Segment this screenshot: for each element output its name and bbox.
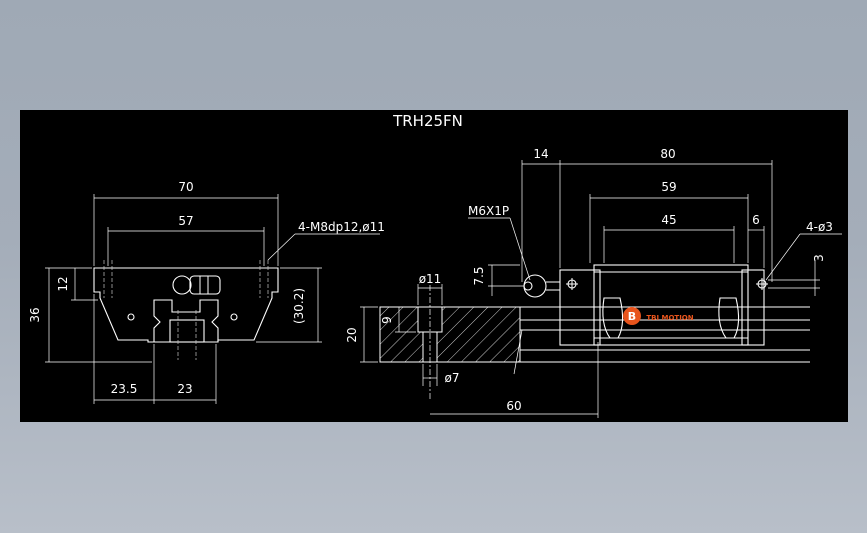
rail-section	[379, 306, 521, 363]
svg-text:B: B	[628, 310, 636, 323]
dim-height-total: 36	[28, 307, 42, 322]
dim-bolt-hole: ø7	[445, 371, 460, 385]
dim-rail-width: 23	[177, 382, 192, 396]
grease-nipple	[172, 275, 192, 295]
dim-block-length: 80	[660, 147, 675, 161]
side-grease-nipple	[523, 274, 547, 298]
brand-label: TBI MOTION	[646, 314, 693, 322]
dim-width-total: 70	[178, 180, 193, 194]
brand-logo: B TBI MOTION	[623, 307, 694, 325]
note-grease-nipple: M6X1P	[468, 204, 509, 218]
front-view: 70 57 4-M8dp12,ø11 36 12	[28, 180, 385, 404]
dim-body-length: 59	[661, 180, 676, 194]
dim-height-ref: (30.2)	[292, 288, 306, 324]
end-seal-left	[559, 269, 601, 346]
dim-counterbore-depth: 9	[380, 316, 394, 324]
dim-rail-pitch: 60	[506, 399, 521, 413]
dim-counterbore: ø11	[419, 272, 442, 286]
dim-seal: 6	[752, 213, 760, 227]
block-outline	[93, 267, 279, 343]
drawing-sheet: TRH25FN	[20, 110, 848, 422]
side-view: B TBI MOTION 14 80 59 45	[345, 147, 842, 418]
dim-bolt-pitch: 57	[178, 214, 193, 228]
dim-grease-height: 7.5	[472, 266, 486, 285]
block-body	[593, 264, 749, 346]
note-tapped-holes: 4-M8dp12,ø11	[298, 220, 385, 234]
rail-bolt-counterbore	[169, 319, 205, 343]
dim-rail-height: 20	[345, 327, 359, 342]
end-seal-right	[741, 269, 765, 346]
dim-lube-height: 3	[812, 254, 826, 262]
dim-hole-pitch: 45	[661, 213, 676, 227]
dim-lube-hole: 4-ø3	[806, 220, 833, 234]
rail-profile	[153, 299, 219, 343]
dim-offset: 23.5	[111, 382, 138, 396]
technical-drawing: TRH25FN	[28, 112, 842, 418]
drawing-title: TRH25FN	[392, 112, 463, 130]
dim-flange: 12	[56, 276, 70, 291]
dim-end-offset: 14	[533, 147, 548, 161]
